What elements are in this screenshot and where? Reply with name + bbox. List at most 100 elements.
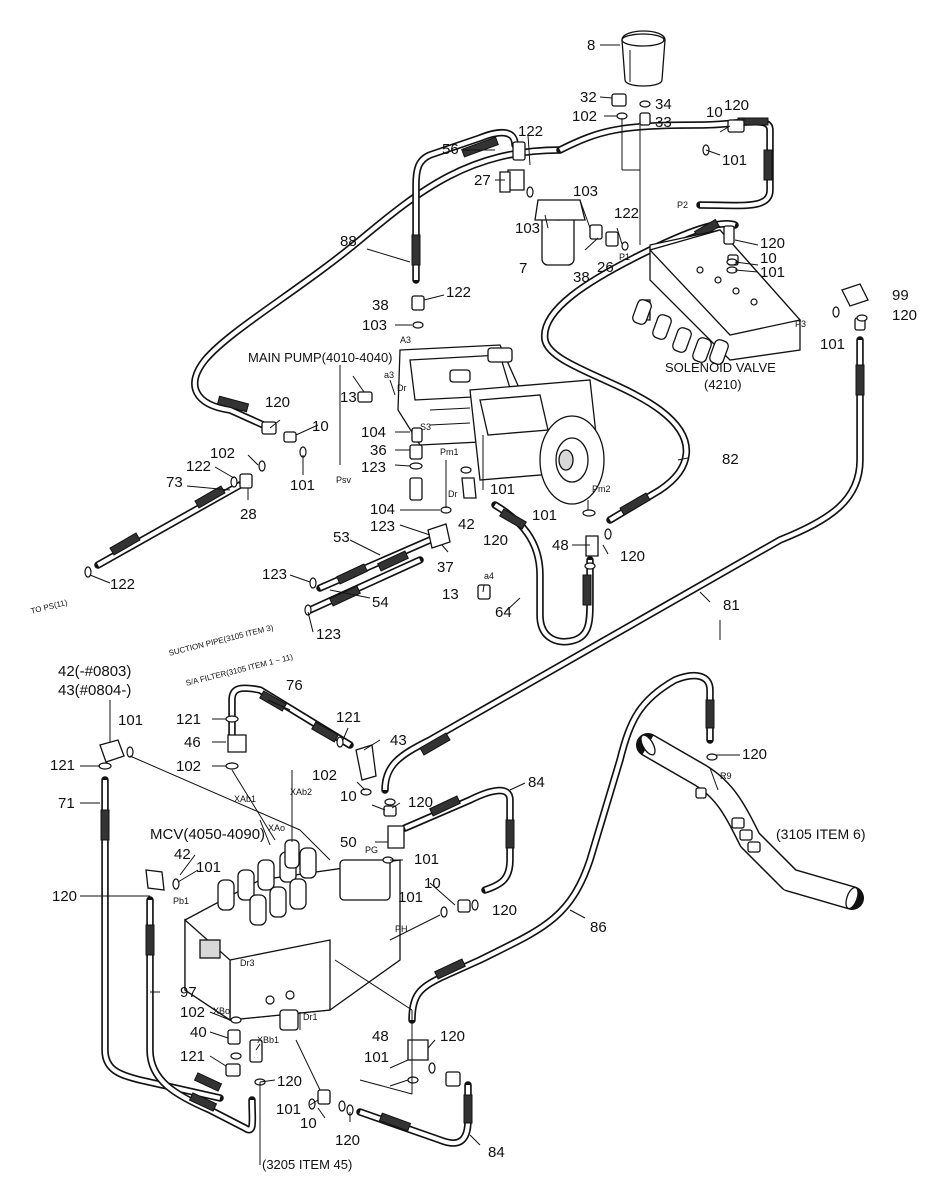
label-item-101: 101 <box>118 712 144 729</box>
label-item-120: 120 <box>892 307 918 324</box>
label-port-xa: XAo <box>268 823 286 833</box>
label-port-xab1: XAb1 <box>234 794 257 804</box>
label-item-101: 101 <box>290 477 316 494</box>
hose-sleeves <box>100 117 865 1132</box>
label-item-101: 101 <box>398 889 424 906</box>
label-item-48: 48 <box>552 537 569 554</box>
hose-56 <box>412 128 519 284</box>
label-port-a3b: a3 <box>384 370 395 380</box>
label-solenoid-valve-code: (4210) <box>704 377 742 392</box>
label-item-103: 103 <box>362 317 388 334</box>
o-rings <box>84 100 868 1116</box>
label-item-71: 71 <box>58 795 75 812</box>
label-item-122: 122 <box>110 576 136 593</box>
label-item-104: 104 <box>361 424 387 441</box>
label-item-101: 101 <box>532 507 558 524</box>
label-item-120: 120 <box>724 97 750 114</box>
label-item-64: 64 <box>495 604 512 621</box>
label-item-42: 42 <box>458 516 475 533</box>
label-port-pg: PG <box>365 845 379 855</box>
label-item-7: 7 <box>519 260 528 277</box>
label-port-xab2: XAb2 <box>290 787 313 797</box>
label-item-88: 88 <box>340 233 357 250</box>
label-item-121: 121 <box>176 711 202 728</box>
label-port-xbb1: XBb1 <box>257 1035 280 1045</box>
label-port-dr: Dr <box>397 383 407 393</box>
label-port-psv: Psv <box>336 475 352 485</box>
label-item-121: 121 <box>180 1048 206 1065</box>
label-port-pm2: Pm2 <box>592 484 611 494</box>
label-item-122: 122 <box>446 284 472 301</box>
label-item-32: 32 <box>580 89 597 106</box>
label-item-120: 120 <box>742 746 768 763</box>
label-item-27: 27 <box>474 172 491 189</box>
label-item-101: 101 <box>490 481 516 498</box>
label-port-pm1: Pm1 <box>440 447 459 457</box>
label-port-p2: P2 <box>677 200 689 210</box>
hose-64 <box>491 501 594 646</box>
label-item-10: 10 <box>706 104 723 121</box>
label-item-123: 123 <box>262 566 288 583</box>
label-item-123: 123 <box>370 518 396 535</box>
label-item-122: 122 <box>518 123 544 140</box>
label-item-42: 42 <box>174 846 191 863</box>
label-item-13: 13 <box>442 586 459 603</box>
hose-86 <box>408 671 714 1024</box>
label-port-ph: PH <box>395 924 408 934</box>
label-item-76: 76 <box>286 677 303 694</box>
label-port-a3: A3 <box>400 335 412 345</box>
label-item-101: 101 <box>760 264 786 281</box>
label-item-48: 48 <box>372 1028 389 1045</box>
label-item-122: 122 <box>614 205 640 222</box>
label-item-120: 120 <box>760 235 786 252</box>
label-item-84: 84 <box>488 1144 505 1161</box>
label-item-50: 50 <box>340 834 357 851</box>
label-item-120: 120 <box>265 394 291 411</box>
label-item-46: 46 <box>184 734 201 751</box>
label-item-56: 56 <box>442 141 459 158</box>
label-item-101: 101 <box>276 1101 302 1118</box>
label-item-102: 102 <box>176 758 202 775</box>
label-item-123: 123 <box>361 459 387 476</box>
label-item-102: 102 <box>312 767 338 784</box>
label-item-38: 38 <box>372 297 389 314</box>
label-item-10: 10 <box>300 1115 317 1132</box>
hose-54 <box>306 556 424 614</box>
label-item-86: 86 <box>590 919 607 936</box>
label-port-xbo: XBo <box>213 1006 231 1016</box>
hose-88 <box>191 146 564 432</box>
fittings <box>99 93 869 1105</box>
main-pump <box>397 344 605 505</box>
label-item-28: 28 <box>240 506 257 523</box>
label-item-102: 102 <box>210 445 236 462</box>
label-item-120: 120 <box>335 1132 361 1149</box>
hose-84-upper <box>401 786 514 894</box>
label-item-120: 120 <box>483 532 509 549</box>
label-item-99: 99 <box>892 287 909 304</box>
label-item-42-43a: 42(-#0803) <box>58 663 132 680</box>
label-item-10: 10 <box>312 418 329 435</box>
label-item-84: 84 <box>528 774 545 791</box>
label-item-40: 40 <box>190 1024 207 1041</box>
label-item-120: 120 <box>620 548 646 565</box>
label-item-6-ref: (3105 ITEM 6) <box>776 826 866 842</box>
label-item-123: 123 <box>316 626 342 643</box>
label-item-120: 120 <box>408 794 434 811</box>
label-item-102: 102 <box>180 1004 206 1021</box>
label-item-120: 120 <box>277 1073 303 1090</box>
label-item-120: 120 <box>492 902 518 919</box>
label-item-53: 53 <box>333 529 350 546</box>
label-item-121: 121 <box>336 709 362 726</box>
breather-cap <box>621 30 666 87</box>
label-item-101: 101 <box>820 336 846 353</box>
label-item-10: 10 <box>760 250 777 267</box>
label-item-82: 82 <box>722 451 739 468</box>
label-item-13: 13 <box>340 389 357 406</box>
hose-81 <box>381 336 864 794</box>
label-port-r9: R9 <box>720 771 732 781</box>
label-item-97: 97 <box>180 984 197 1001</box>
label-solenoid-valve: SOLENOID VALVE <box>665 360 776 375</box>
line-filter <box>534 199 586 266</box>
